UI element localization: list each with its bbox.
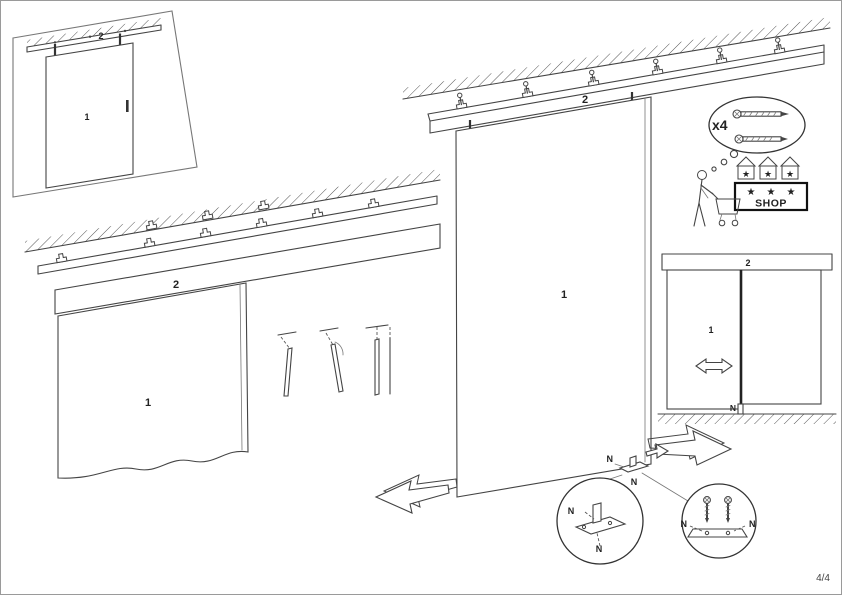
ceiling-hatch-icon <box>403 17 830 99</box>
overview-inset-panel: 2 1 <box>12 10 198 198</box>
detail-circle <box>681 483 757 559</box>
shop-houses-icon: ★ ★ ★ <box>735 156 801 180</box>
shop-sign-label: SHOP <box>755 198 787 210</box>
fascia-clip-detail-steps <box>277 324 391 397</box>
slide-both-ways-arrow-icon <box>695 357 733 375</box>
floor-guide-label: N <box>631 477 638 487</box>
arrow-left-icon <box>374 480 450 514</box>
floor-guide-label: N <box>681 519 688 529</box>
screw-icon <box>703 496 711 523</box>
star-icon: ★ <box>742 169 750 179</box>
thought-bubble-icon <box>711 166 717 172</box>
star-icon: ★ <box>767 187 776 198</box>
screw-icon <box>724 496 732 523</box>
floor-guide-label: N <box>749 519 756 529</box>
front-door-panel <box>666 269 742 410</box>
star-icon: ★ <box>786 169 794 179</box>
rail-label: 2 <box>745 258 750 268</box>
inset-door-label: 1 <box>84 112 89 122</box>
floor-guide-exploded: N N <box>603 442 689 502</box>
floor-guide-label: N <box>607 454 614 464</box>
screw-icon <box>732 109 789 119</box>
star-icon: ★ <box>787 187 796 198</box>
floor-guide-label: N <box>596 544 603 554</box>
screw-icon <box>734 134 788 144</box>
star-icon: ★ <box>764 169 772 179</box>
thought-bubble-icon <box>720 158 728 166</box>
floor-guide-detail-circle-left: N N <box>556 477 644 565</box>
small-arrow-icon <box>645 442 670 460</box>
screw-quantity-label: x4 <box>712 117 728 133</box>
rail-label: 2 <box>173 279 179 291</box>
sliding-door-panel-torn <box>57 282 249 479</box>
star-icon: ★ <box>747 187 756 198</box>
detail-step-3 <box>365 324 391 396</box>
finished-door-view: 2 1 N <box>657 253 837 424</box>
thought-bubble-icon <box>729 149 739 159</box>
inset-door-panel <box>45 42 134 189</box>
person-with-cart-icon <box>693 170 741 227</box>
ceiling-hatch-icon <box>25 169 440 252</box>
top-rail-assembly: 2 1 <box>402 17 831 498</box>
sliding-door-panel <box>455 96 652 498</box>
rail-label: 2 <box>582 94 588 106</box>
floor-guide-part <box>687 528 748 538</box>
floor-guide-label: N <box>568 506 575 516</box>
page-number: 4/4 <box>816 573 830 584</box>
rail-fascia-panel <box>54 223 441 315</box>
door-handle-icon <box>126 100 129 112</box>
floor-guide-label: N <box>730 403 736 413</box>
slide-direction-arrow-left <box>374 474 458 514</box>
inset-rail-label: 2 <box>98 31 103 41</box>
door-label: 1 <box>708 325 713 335</box>
floor-guide-detail-circle-right: N N <box>681 483 757 559</box>
floor-hatch-icon <box>658 414 836 424</box>
floor-guide-part <box>737 403 744 415</box>
hardware-quantity-callout: x4 <box>708 96 806 172</box>
shop-purchase-pictogram: ★ ★ ★ ★ ★ ★ SHOP <box>693 156 809 227</box>
mid-rail-assembly: 2 1 <box>24 169 441 479</box>
detail-step-1 <box>277 331 297 397</box>
door-label: 1 <box>561 289 567 301</box>
rear-door-panel <box>740 269 822 405</box>
shop-sign: ★ ★ ★ SHOP <box>733 181 809 212</box>
door-label: 1 <box>145 397 151 409</box>
ceiling-hatch-icon <box>27 18 161 47</box>
detail-step-2 <box>319 327 344 393</box>
